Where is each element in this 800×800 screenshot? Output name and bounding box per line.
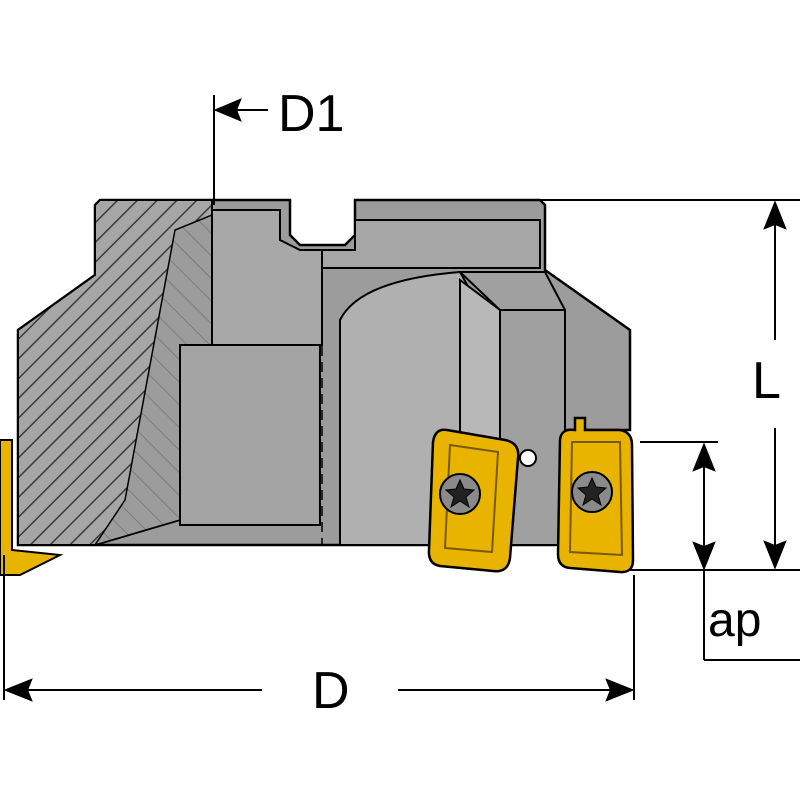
l-label: L — [752, 352, 781, 410]
ap-label: ap — [708, 594, 761, 647]
upper-block — [321, 219, 541, 269]
bore-top — [211, 209, 323, 346]
dimension-ap — [640, 441, 800, 661]
d-label: D — [312, 662, 350, 720]
left-insert — [0, 439, 64, 576]
inner-bore — [179, 344, 321, 526]
right-insert — [556, 416, 635, 574]
d1-label: D1 — [278, 85, 344, 143]
dimension-d1 — [213, 95, 268, 205]
middle-insert — [427, 428, 537, 573]
dimension-l — [540, 199, 800, 571]
dimension-d — [3, 555, 635, 702]
